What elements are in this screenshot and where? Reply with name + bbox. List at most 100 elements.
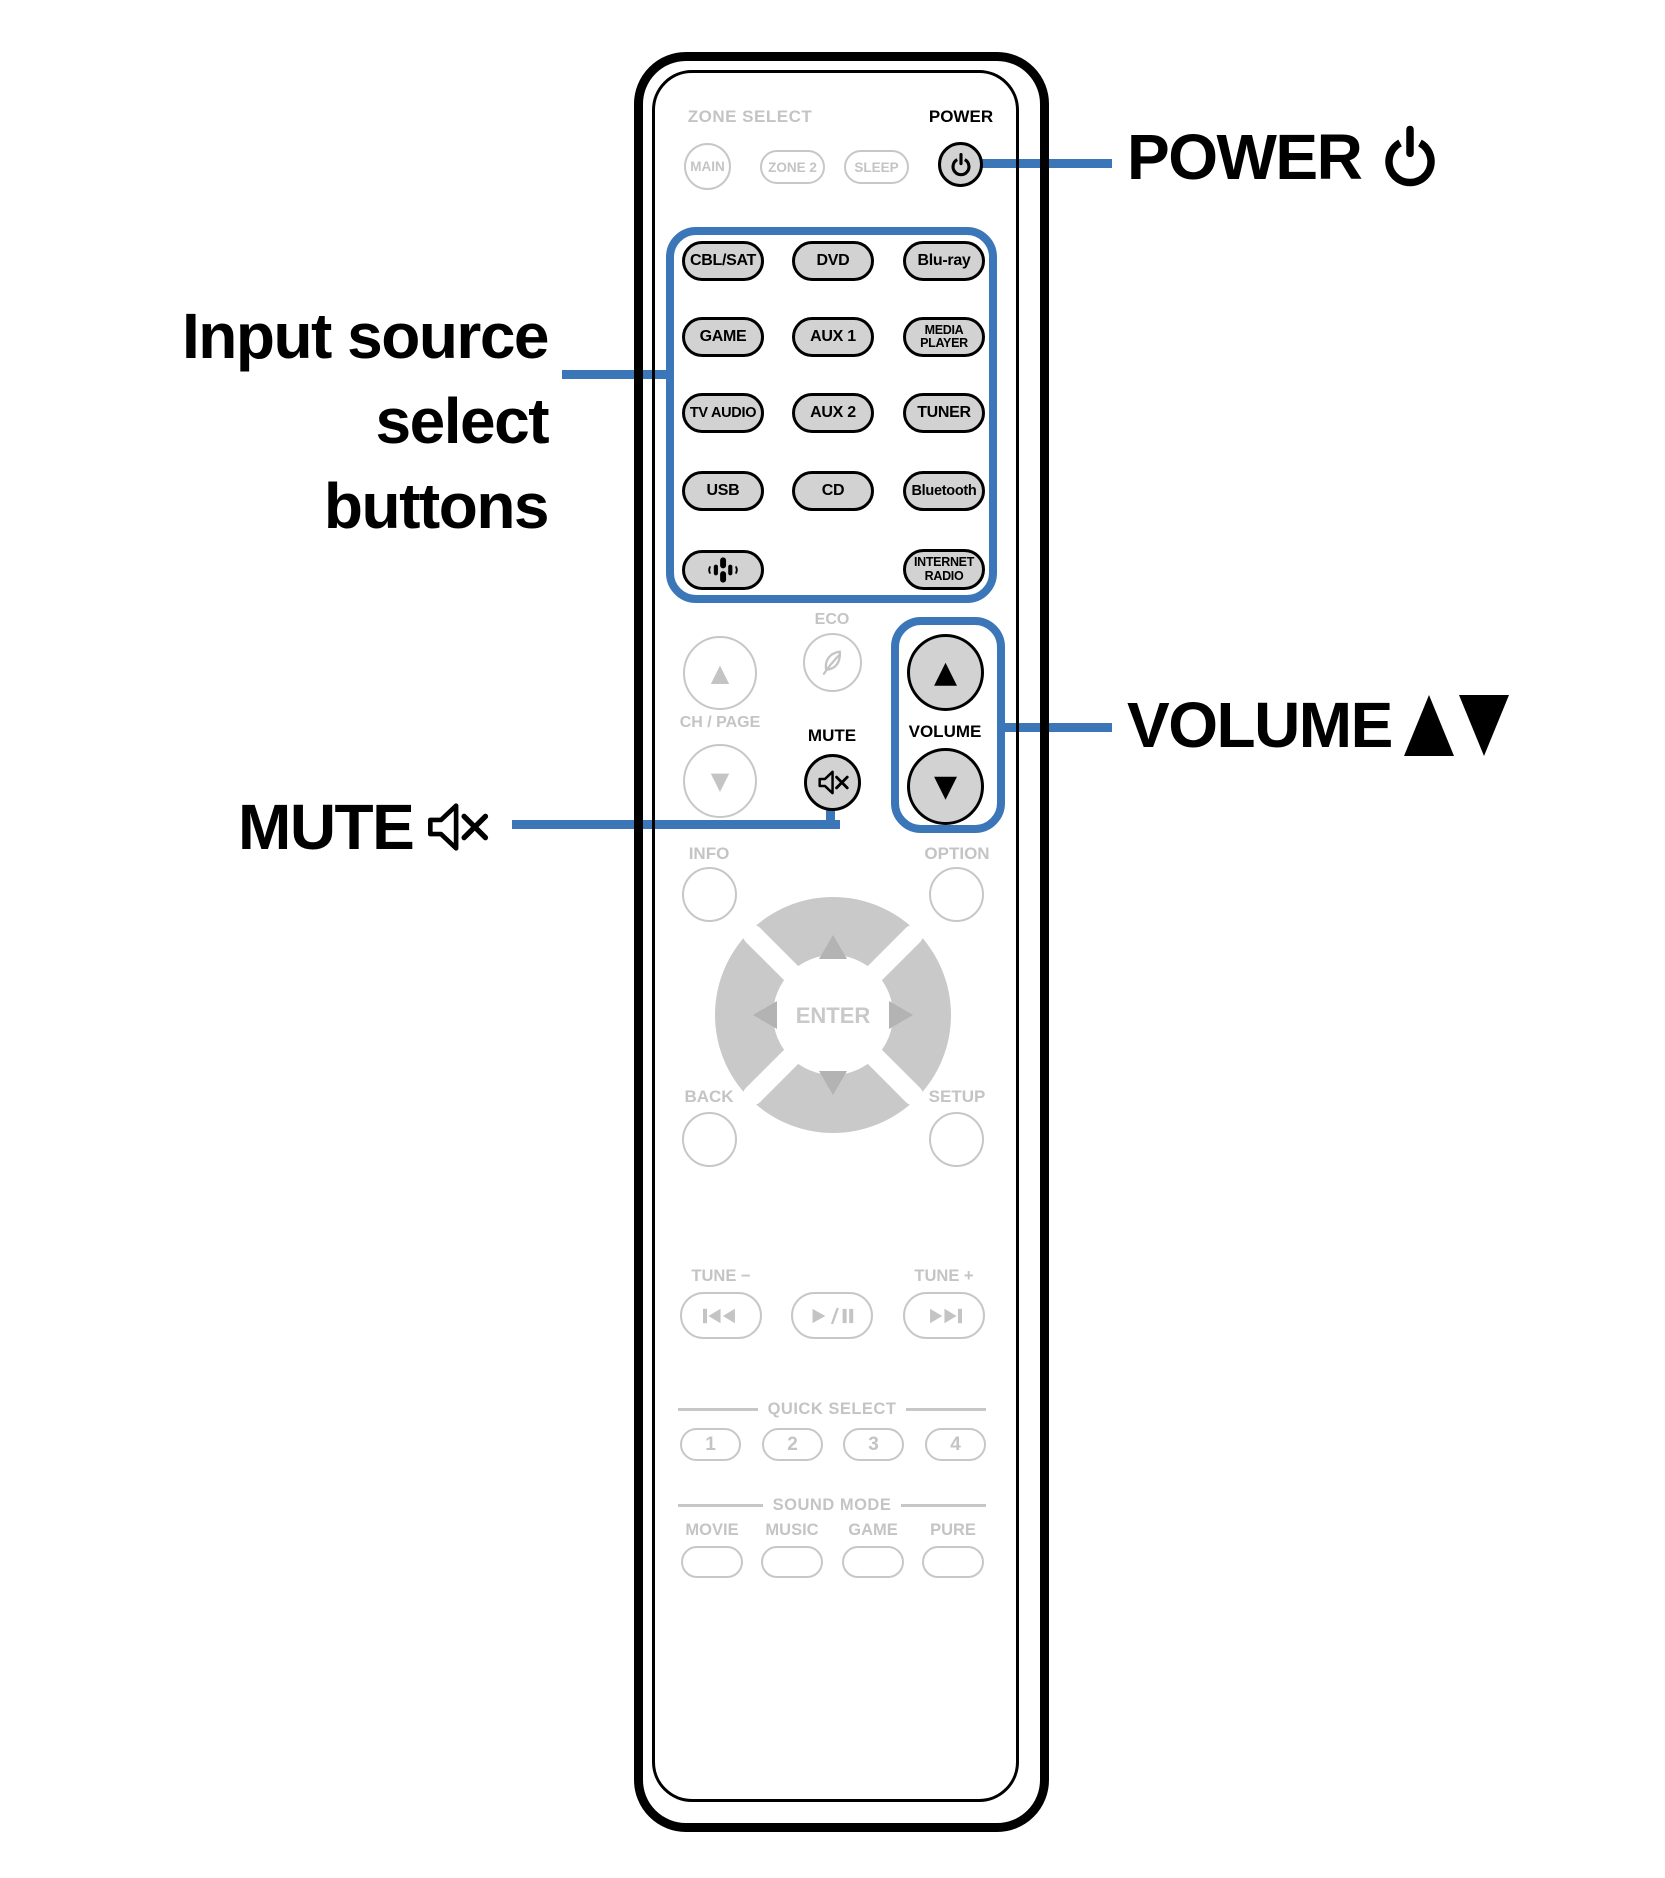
quick-select-2-button[interactable]: 2 — [762, 1428, 823, 1461]
skip-forward-button[interactable] — [903, 1292, 985, 1339]
power-callout-line — [980, 159, 1112, 168]
channel-page-up-button[interactable]: ▲ — [683, 636, 757, 710]
media-player-label: MEDIA PLAYER — [920, 322, 968, 350]
quick-select-header: QUICK SELECT — [678, 1400, 986, 1419]
mute-speaker-icon — [428, 803, 489, 851]
zone-select-label: ZONE SELECT — [687, 107, 813, 126]
dash-line — [906, 1408, 986, 1411]
back-label: BACK — [684, 1087, 734, 1106]
play-pause-icon — [812, 1307, 854, 1324]
input-tuner-button[interactable]: TUNER — [903, 393, 985, 433]
sound-mode-label: SOUND MODE — [772, 1496, 892, 1514]
quick-select-label: QUICK SELECT — [767, 1400, 897, 1418]
setup-button[interactable] — [929, 1112, 984, 1167]
zone2-button[interactable]: ZONE 2 — [760, 150, 825, 184]
eco-button[interactable] — [803, 633, 862, 692]
channel-page-down-button[interactable]: ▼ — [683, 744, 757, 818]
sound-mode-game-button[interactable] — [842, 1546, 904, 1578]
sleep-button[interactable]: SLEEP — [844, 150, 909, 184]
setup-label: SETUP — [928, 1087, 986, 1106]
skip-back-icon — [703, 1308, 735, 1323]
sound-mode-music-button[interactable] — [761, 1546, 823, 1578]
volume-down-triangle-icon — [1458, 694, 1509, 756]
power-icon — [951, 152, 970, 176]
sound-mode-music-label: MUSIC — [765, 1521, 819, 1539]
sound-mode-movie-label: MOVIE — [685, 1521, 739, 1539]
tune-plus-label: TUNE + — [914, 1267, 974, 1285]
input-cbl-sat-button[interactable]: CBL/SAT — [682, 241, 764, 281]
mute-callout-line — [512, 820, 840, 829]
input-game-button[interactable]: GAME — [682, 317, 764, 357]
enter-button-label[interactable]: ENTER — [796, 1003, 871, 1028]
quick-select-4-button[interactable]: 4 — [925, 1428, 986, 1461]
sound-mode-game-label: GAME — [848, 1521, 898, 1539]
input-aux2-button[interactable]: AUX 2 — [792, 393, 874, 433]
cursor-pad[interactable]: ENTER — [713, 895, 953, 1135]
skip-back-button[interactable] — [680, 1292, 762, 1339]
mute-button[interactable] — [804, 754, 861, 811]
mute-button-label: MUTE — [807, 726, 857, 745]
cursor-up-icon — [819, 935, 847, 959]
input-source-callout-line1: Input source — [181, 300, 550, 372]
mute-callout-label: MUTE — [238, 791, 415, 863]
power-button-label: POWER — [928, 107, 994, 126]
dash-line — [901, 1504, 987, 1507]
sound-mode-pure-button[interactable] — [922, 1546, 984, 1578]
input-blu-ray-button[interactable]: Blu-ray — [903, 241, 985, 281]
power-icon — [1385, 125, 1436, 187]
input-source-callout: Input source select buttons — [120, 294, 550, 549]
sound-mode-header: SOUND MODE — [678, 1496, 987, 1515]
mute-callout: MUTE — [238, 790, 489, 864]
cursor-down-icon — [819, 1071, 847, 1095]
mute-callout-line-vertical — [826, 802, 835, 826]
mute-speaker-icon — [817, 770, 849, 795]
cursor-right-icon — [889, 1001, 913, 1029]
info-label: INFO — [688, 844, 730, 863]
input-callout-line — [562, 370, 670, 379]
eco-leaf-icon — [822, 649, 841, 675]
input-aux1-button[interactable]: AUX 1 — [792, 317, 874, 357]
sound-mode-movie-button[interactable] — [681, 1546, 743, 1578]
input-bluetooth-button[interactable]: Bluetooth — [903, 471, 985, 511]
input-heos-network-button[interactable] — [682, 550, 764, 590]
input-source-callout-line3: buttons — [323, 470, 550, 542]
down-triangle-icon: ▼ — [710, 767, 730, 795]
sound-mode-pure-label: PURE — [930, 1521, 976, 1539]
input-media-player-button[interactable]: MEDIA PLAYER — [903, 317, 985, 357]
input-usb-button[interactable]: USB — [682, 471, 764, 511]
power-button[interactable] — [938, 142, 983, 187]
tune-minus-label: TUNE − — [691, 1267, 751, 1285]
volume-down-button[interactable]: ▼ — [907, 748, 984, 825]
internet-radio-label: INTERNET RADIO — [913, 555, 975, 583]
volume-up-triangle-icon — [1403, 694, 1454, 756]
eco-label: ECO — [814, 611, 850, 628]
input-tv-audio-button[interactable]: TV AUDIO — [682, 393, 764, 433]
play-pause-button[interactable] — [791, 1292, 873, 1339]
power-callout-label: POWER — [1127, 121, 1363, 193]
dash-line — [678, 1504, 763, 1507]
input-source-callout-line2: select — [375, 385, 550, 457]
option-button[interactable] — [929, 867, 984, 922]
volume-callout-label: VOLUME — [1127, 689, 1393, 761]
skip-forward-icon — [930, 1308, 962, 1323]
power-callout: POWER — [1127, 120, 1439, 194]
down-triangle-icon: ▼ — [933, 768, 958, 804]
input-dvd-button[interactable]: DVD — [792, 241, 874, 281]
volume-up-button[interactable]: ▲ — [907, 634, 984, 711]
dash-line — [678, 1408, 758, 1411]
info-button[interactable] — [682, 867, 737, 922]
back-button[interactable] — [682, 1112, 737, 1167]
cursor-left-icon — [753, 1001, 777, 1029]
input-cd-button[interactable]: CD — [792, 471, 874, 511]
heos-network-icon — [708, 557, 738, 583]
up-triangle-icon: ▲ — [710, 659, 730, 687]
up-triangle-icon: ▲ — [933, 654, 958, 690]
option-label: OPTION — [924, 844, 990, 863]
quick-select-1-button[interactable]: 1 — [680, 1428, 741, 1461]
volume-button-label: VOLUME — [908, 722, 982, 741]
channel-page-label: CH / PAGE — [679, 714, 761, 731]
quick-select-3-button[interactable]: 3 — [843, 1428, 904, 1461]
main-zone-button[interactable]: MAIN — [684, 143, 731, 190]
input-internet-radio-button[interactable]: INTERNET RADIO — [903, 549, 985, 590]
